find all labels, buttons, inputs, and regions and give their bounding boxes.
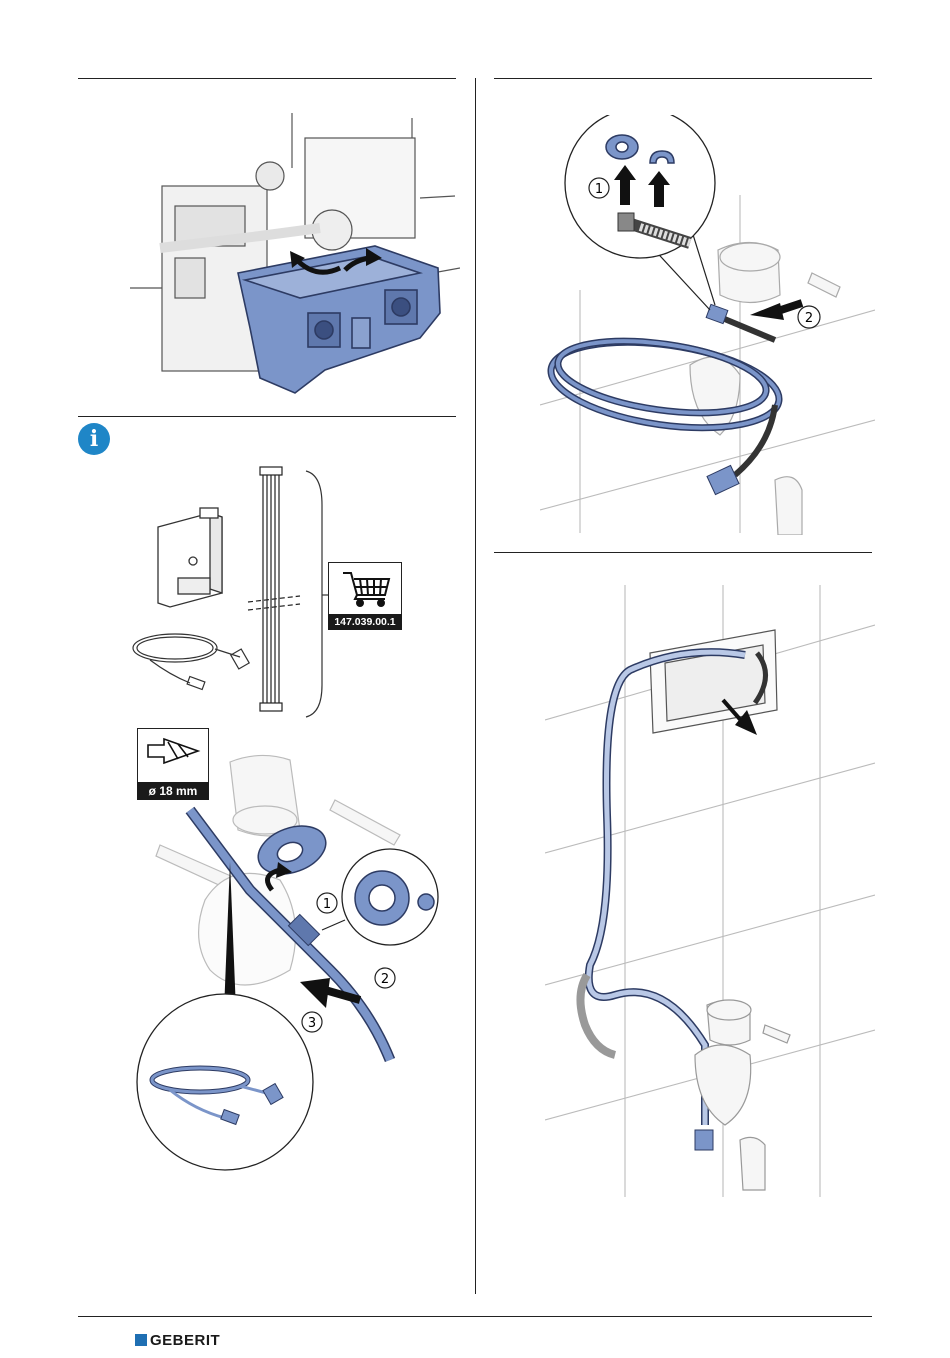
step-marker-1: 1 bbox=[323, 897, 331, 912]
section-rule-left bbox=[78, 416, 456, 417]
step-marker-1-right: 1 bbox=[595, 182, 603, 197]
step-marker-2-right: 2 bbox=[805, 311, 813, 326]
order-article-box: 147.039.00.1 bbox=[328, 562, 402, 630]
illustration-hose-routing bbox=[545, 585, 875, 1200]
illustration-bracket-install bbox=[120, 108, 460, 403]
top-rule-right bbox=[494, 78, 872, 79]
footer-rule bbox=[78, 1316, 872, 1317]
shopping-cart-icon bbox=[329, 565, 401, 613]
info-icon: i bbox=[78, 423, 110, 455]
illustration-cable-routing: 1 2 3 bbox=[130, 750, 450, 1175]
article-number: 147.039.00.1 bbox=[328, 614, 402, 630]
illustration-accessory-parts bbox=[130, 465, 330, 720]
top-rule-left bbox=[78, 78, 456, 79]
column-divider bbox=[475, 78, 476, 1294]
brand-name: GEBERIT bbox=[150, 1332, 220, 1349]
step-marker-2: 2 bbox=[381, 972, 389, 987]
brand-logo: GEBERIT bbox=[135, 1329, 220, 1351]
step-marker-3: 3 bbox=[308, 1016, 316, 1031]
illustration-hose-connection: 2 1 bbox=[540, 115, 875, 535]
brand-square-icon bbox=[135, 1334, 147, 1346]
section-rule-right bbox=[494, 552, 872, 553]
